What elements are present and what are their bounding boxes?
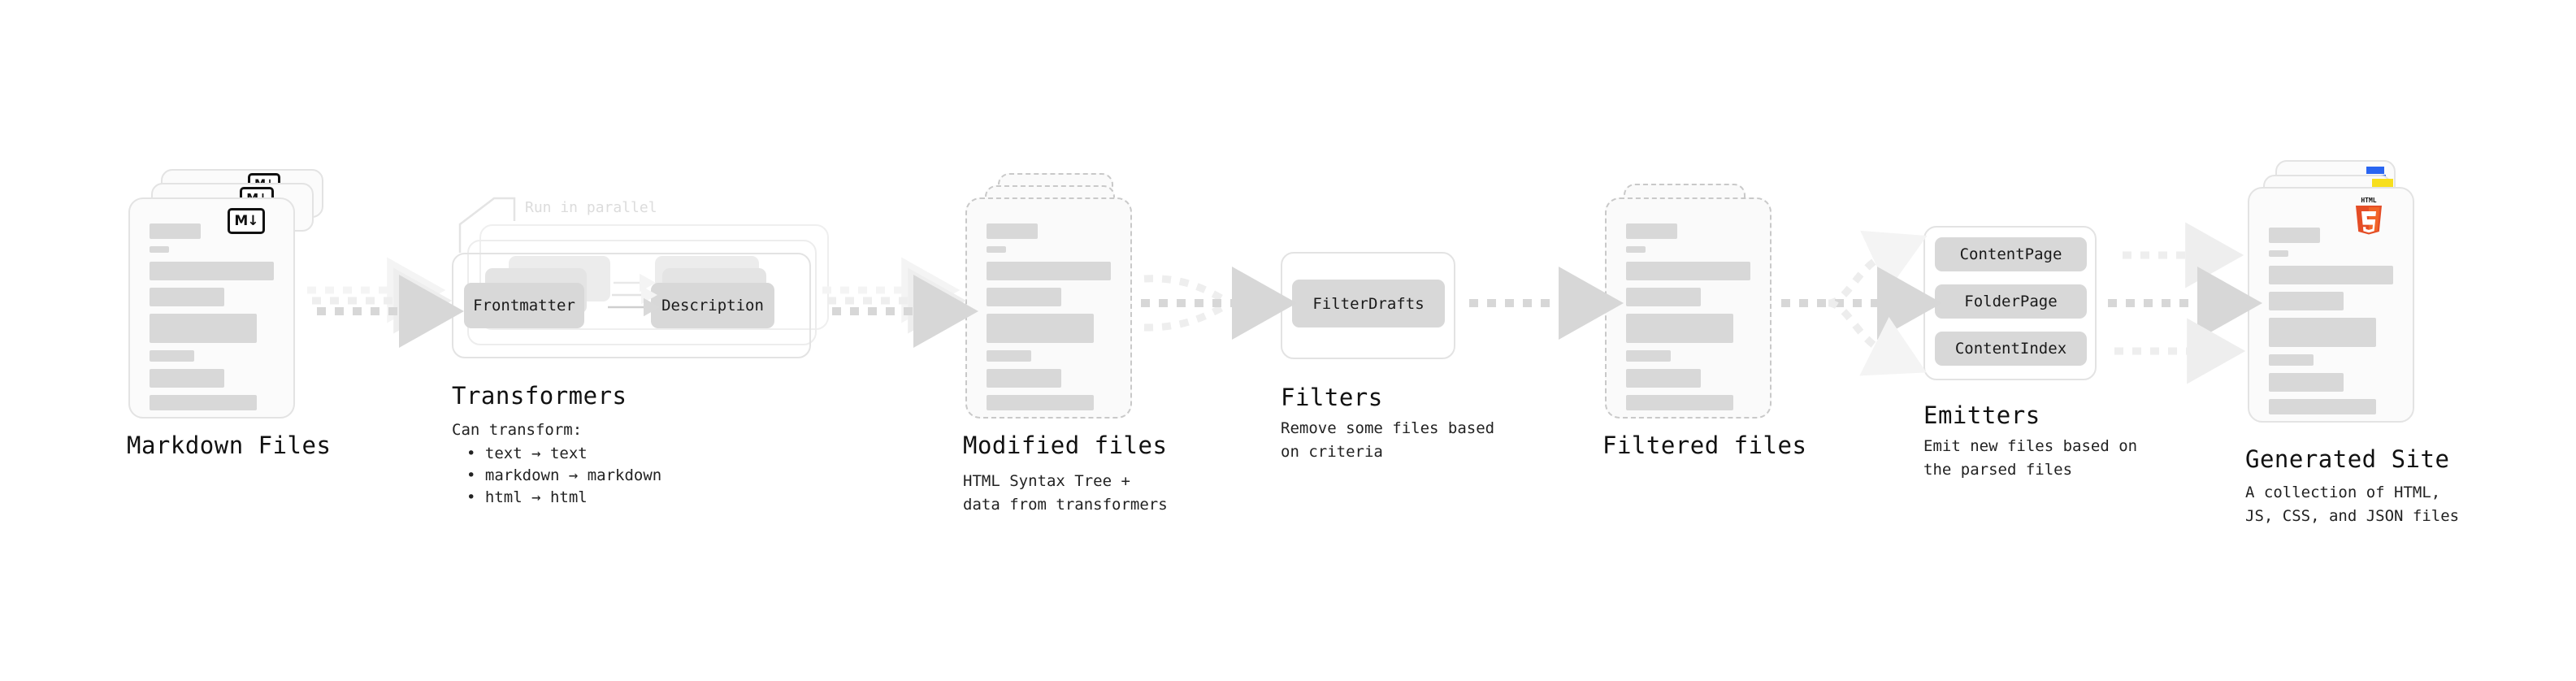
content-bar <box>1626 262 1750 280</box>
content-bar <box>2269 292 2344 310</box>
content-bar <box>1626 350 1672 362</box>
stage-title-transformers-label: Transformers <box>452 382 627 410</box>
content-bar <box>150 288 224 306</box>
content-bar <box>987 262 1111 280</box>
content-bar <box>987 369 1061 388</box>
html5-icon: HTML <box>2356 197 2382 235</box>
stage-title-generated-site: Generated Site <box>2245 445 2450 473</box>
markdown-file-card-front[interactable] <box>128 197 295 419</box>
generated-card-content <box>2269 228 2393 422</box>
content-bar <box>1626 223 1677 239</box>
content-bar <box>150 262 274 280</box>
stage-title-modified-files: Modified files <box>963 432 1168 459</box>
content-bar <box>150 246 169 253</box>
transformer-bullet-2: • html → html <box>466 488 588 506</box>
stage-desc-modified-files: HTML Syntax Tree + data from transformer… <box>963 472 1168 514</box>
content-bar <box>2269 318 2376 347</box>
filter-chip-filterdrafts[interactable]: FilterDrafts <box>1292 280 1445 327</box>
content-bar <box>150 314 257 343</box>
content-bar <box>2269 399 2376 414</box>
content-bar <box>2269 250 2288 257</box>
markdown-card-content <box>150 223 274 418</box>
stage-desc-emitters: Emit new files based on the parsed files <box>1923 437 2138 479</box>
stage-title-markdown-files: Markdown Files <box>127 432 332 459</box>
content-bar <box>1626 288 1701 306</box>
content-bar <box>2269 354 2314 366</box>
content-bar <box>2269 228 2320 243</box>
connector-modified-to-filters <box>1141 267 1297 340</box>
transformer-chip-frontmatter[interactable]: Frontmatter <box>464 283 584 328</box>
content-bar <box>987 288 1061 306</box>
content-bar <box>150 350 195 362</box>
emitter-chip-folderpage[interactable]: FolderPage <box>1935 284 2087 319</box>
stage-desc-generated-site: A collection of HTML, JS, CSS, and JSON … <box>2245 484 2460 526</box>
content-bar <box>987 246 1006 253</box>
modified-card-content <box>987 223 1111 418</box>
content-bar <box>987 223 1038 239</box>
svg-text:HTML: HTML <box>2361 197 2376 204</box>
transformer-bullet-1: • markdown → markdown <box>466 466 662 484</box>
markdown-icon: M↓ <box>228 208 265 234</box>
content-bar <box>2269 373 2344 392</box>
content-bar <box>1626 246 1646 253</box>
stage-title-filtered-files: Filtered files <box>1602 432 1807 459</box>
content-bar <box>150 395 257 410</box>
emitter-chip-contentpage[interactable]: ContentPage <box>1935 237 2087 271</box>
stage-title-emitters: Emitters <box>1923 401 2040 429</box>
content-bar <box>987 314 1094 343</box>
content-bar <box>1626 314 1733 343</box>
filtered-card-content <box>1626 223 1750 418</box>
generated-card-front[interactable] <box>2248 187 2414 423</box>
transformer-chip-description[interactable]: Description <box>651 283 774 328</box>
content-bar <box>150 223 201 239</box>
stage-desc-transformers: Can transform: <box>452 421 583 439</box>
filtered-file-card-front[interactable] <box>1605 197 1772 419</box>
run-in-parallel-note: Run in parallel <box>525 199 657 216</box>
transformer-bullet-0: • text → text <box>466 445 588 462</box>
content-bar <box>2269 266 2393 284</box>
content-bar <box>987 395 1094 410</box>
content-bar <box>150 369 224 388</box>
connector-emitters-to-generated <box>2108 222 2262 384</box>
content-bar <box>987 350 1032 362</box>
content-bar <box>1626 395 1733 410</box>
stage-desc-filters: Remove some files based on criteria <box>1281 419 1495 462</box>
modified-file-card-front[interactable] <box>965 197 1132 419</box>
emitter-chip-contentindex[interactable]: ContentIndex <box>1935 332 2087 366</box>
content-bar <box>1626 369 1701 388</box>
connector-transformers-to-modified <box>822 257 978 348</box>
connector-filtered-to-emitters <box>1781 230 1942 376</box>
connector-markdown-to-transformers <box>307 257 464 348</box>
stage-title-filters: Filters <box>1281 384 1383 411</box>
